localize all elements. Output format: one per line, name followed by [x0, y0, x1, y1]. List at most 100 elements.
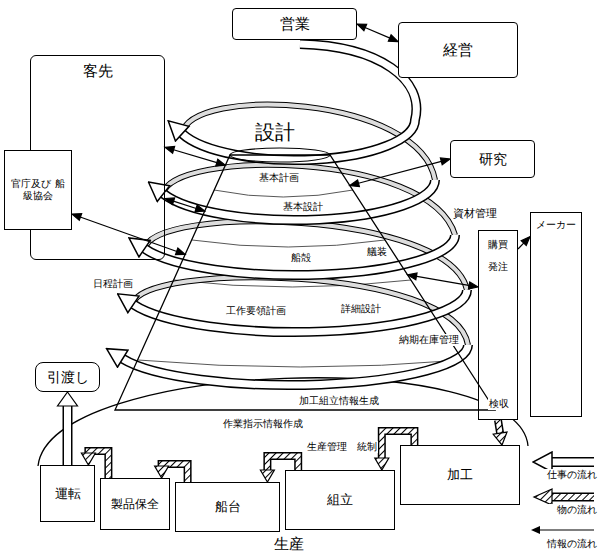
arrow-head — [81, 453, 95, 465]
arrow-head — [440, 158, 450, 165]
flow-connector — [165, 198, 205, 212]
department-box: 営業 — [232, 8, 357, 40]
layer-label: 基本計画 — [258, 172, 300, 184]
arrow-head — [375, 458, 389, 470]
arrow-head — [58, 392, 78, 406]
layer-label: 工作要領計画 — [225, 305, 287, 317]
node-label: 研究 — [479, 151, 507, 168]
cone-outline — [105, 118, 505, 418]
flow-connector — [518, 237, 530, 249]
node-label: 客先 — [83, 62, 113, 80]
spiral-ribbon — [133, 290, 467, 332]
flow-connector — [72, 214, 185, 255]
spiral-ribbon-back — [133, 277, 468, 345]
arrow-head — [175, 248, 185, 255]
layer-line — [192, 240, 385, 247]
arrow-head — [216, 159, 226, 166]
legend-text: 情報の流れ — [526, 538, 598, 550]
legend-work-sample — [552, 459, 594, 466]
layer-line — [214, 190, 353, 197]
node-label: 組立 — [327, 492, 353, 508]
layer-label: 艤装 — [366, 246, 388, 258]
node-label: 経営 — [443, 41, 473, 59]
layer-label: 詳細設計 — [340, 303, 382, 315]
spiral-ribbon-back — [133, 277, 468, 345]
department-box: 経営 — [398, 22, 518, 78]
arrow-head — [165, 146, 175, 153]
layer-label: 船殻 — [290, 252, 312, 264]
node-label: 運転 — [55, 486, 81, 502]
node-label: 営業 — [280, 15, 310, 33]
layer-label: 日程計画 — [92, 278, 134, 290]
connector-line — [63, 406, 73, 465]
cone-cap — [230, 148, 330, 162]
spiral-ribbon — [163, 180, 435, 220]
connector-line — [173, 201, 198, 209]
production-segment: 加工 — [400, 445, 520, 505]
arrow-head — [357, 24, 367, 31]
arrow-head — [493, 432, 507, 445]
research-box: 研究 — [450, 140, 535, 178]
flow-connector — [350, 158, 450, 187]
spiral-ribbon — [133, 290, 467, 332]
layer-label: 検収 — [488, 398, 510, 410]
legend-text: 物の流れ — [526, 504, 598, 516]
layer-label: 統制 — [356, 441, 378, 453]
design-cone: 設計 — [105, 118, 505, 418]
connector-fill — [498, 420, 500, 433]
arrow-head — [72, 214, 82, 221]
layer-label: 生産 — [273, 535, 305, 553]
spiral-ribbon — [123, 345, 468, 385]
flow-connector — [58, 392, 78, 465]
node-label: 加工 — [447, 467, 473, 483]
arrow-head — [260, 470, 274, 482]
legend-work-sample — [552, 457, 594, 467]
node-label: 官庁及び 船級協会 — [9, 178, 67, 202]
node-label: 購買 — [488, 239, 508, 251]
legend-goods-sample — [552, 493, 594, 502]
arrow-head — [155, 466, 169, 478]
spiral-ribbon — [163, 180, 435, 220]
connector-line — [173, 150, 218, 163]
materials-pillar: 資材管理購買発注 — [478, 230, 518, 420]
connector-line — [267, 456, 298, 470]
flow-connector — [493, 420, 507, 445]
arrow-head — [165, 198, 175, 205]
legend-goods-sample — [552, 494, 594, 500]
flow-connector — [357, 24, 398, 42]
layer-label: 生産管理 — [306, 441, 348, 453]
flow-connector — [165, 146, 225, 166]
production-segment: 製品保全 — [100, 478, 170, 530]
connector-fill — [64, 406, 71, 465]
connector-fill — [267, 456, 298, 470]
node-label: 製品保全 — [111, 497, 159, 511]
spiral-ribbon — [182, 44, 416, 160]
node-heading: 資材管理 — [453, 207, 497, 220]
spiral-ribbon — [123, 345, 468, 385]
arrow-head — [469, 282, 478, 289]
connector-line — [364, 27, 390, 38]
node-label: メーカー — [536, 219, 576, 231]
maker-pillar: メーカー — [530, 212, 582, 417]
legend-info-head — [531, 526, 540, 534]
legend-goods-head — [534, 489, 552, 505]
connector-line — [358, 161, 443, 183]
production-segment: 船台 — [175, 482, 280, 532]
production-segment: 組立 — [285, 470, 395, 530]
cone-shape — [115, 155, 495, 410]
node-label: 船台 — [215, 499, 241, 515]
node-label: 引渡し — [47, 369, 89, 386]
arrow-head — [195, 205, 205, 212]
layer-label: 作業指示情報作成 — [222, 418, 304, 430]
node-label: 設計 — [255, 120, 295, 144]
layer-label: 納期在庫管理 — [398, 334, 460, 346]
legend-text: 仕事の流れ — [526, 469, 598, 481]
connector-line — [80, 217, 178, 252]
layer-label: 基本設計 — [282, 201, 324, 213]
connector-line — [415, 276, 470, 285]
node-label: 発注 — [488, 261, 508, 273]
connector-line — [498, 420, 500, 433]
layer-label: 加工組立情報生成 — [298, 395, 380, 407]
